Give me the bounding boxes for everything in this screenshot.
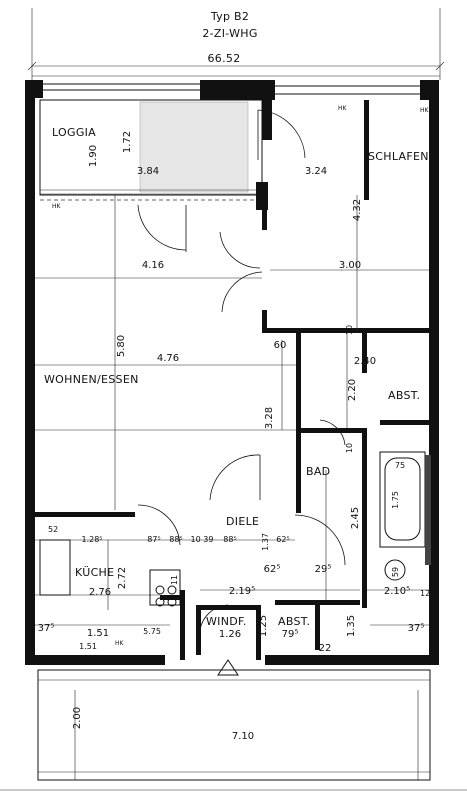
room-kueche: KÜCHE bbox=[75, 566, 114, 579]
dim-11: 11 bbox=[170, 575, 179, 585]
dim-kueche-h: 2.72 bbox=[117, 567, 128, 589]
hk-label: HK bbox=[420, 107, 430, 114]
exterior-walls bbox=[25, 80, 439, 665]
hk-label: HK bbox=[52, 203, 62, 210]
dim-loggia-w: 3.84 bbox=[137, 166, 159, 177]
loggia-block bbox=[39, 99, 272, 210]
dim-52: 52 bbox=[48, 525, 58, 534]
dim-37-5-b: 37⁵ bbox=[408, 623, 425, 634]
room-schlafen: SCHLAFEN bbox=[368, 150, 429, 163]
dim-10-a: 10 bbox=[345, 325, 354, 335]
dim-88-5-a: 88⁵ bbox=[169, 535, 182, 544]
room-wohnen-essen: WOHNEN/ESSEN bbox=[44, 373, 139, 386]
dim-total-w: 7.10 bbox=[232, 731, 254, 742]
room-diele: DIELE bbox=[226, 515, 259, 528]
dim-windf-w: 1.26 bbox=[219, 629, 241, 640]
apartment-subtitle: 2-ZI-WHG bbox=[202, 27, 257, 40]
dim-87-5: 87⁵ bbox=[147, 535, 160, 544]
dim-10-b: 10 bbox=[345, 443, 354, 453]
dim-2-20: 2.20 bbox=[347, 379, 358, 401]
window-band-top bbox=[43, 83, 420, 95]
room-bad: BAD bbox=[306, 465, 330, 478]
dim-wohnen-h: 5.80 bbox=[116, 335, 127, 357]
dim-1-35: 1.35 bbox=[346, 615, 357, 637]
area-label: 66.52 bbox=[208, 52, 241, 65]
dim-1-37: 1.37 bbox=[261, 533, 270, 551]
balcony-bottom bbox=[0, 669, 467, 791]
dim-2-10-5: 2.10⁵ bbox=[384, 586, 410, 597]
type-label: Typ B2 bbox=[210, 10, 249, 23]
dim-2-19-5: 2.19⁵ bbox=[229, 586, 255, 597]
dim-schlafen-h: 4.32 bbox=[352, 199, 363, 221]
dim-loggia-h1: 1.90 bbox=[88, 145, 99, 167]
room-loggia: LOGGIA bbox=[52, 126, 96, 139]
hk-label: HK bbox=[115, 640, 125, 647]
interior-walls bbox=[35, 100, 432, 660]
dim-37-5-a: 37⁵ bbox=[38, 623, 55, 634]
dim-schlafen-w2: 3.00 bbox=[339, 260, 361, 271]
hk-label: HK bbox=[338, 105, 348, 112]
kitchen-counter bbox=[39, 539, 181, 607]
dim-loggia-h2: 1.72 bbox=[122, 131, 133, 153]
dim-12: 12 bbox=[420, 589, 430, 598]
dim-29-5: 29⁵ bbox=[315, 564, 332, 575]
dim-5-75: 5.75 bbox=[143, 627, 161, 636]
dim-1-51-a: 1.51 bbox=[87, 628, 109, 639]
door-swings bbox=[137, 109, 346, 631]
dim-schlafen-w: 3.24 bbox=[305, 166, 327, 177]
room-abst-bottom: ABST. bbox=[278, 615, 310, 628]
dim-wohnen-w1: 4.16 bbox=[142, 260, 164, 271]
dim-1-28: 1.28⁵ bbox=[81, 535, 102, 544]
dim-1-25: 1.25 bbox=[258, 615, 269, 637]
bathtub bbox=[379, 451, 431, 565]
dim-wohnen-w2: 4.76 bbox=[157, 353, 179, 364]
room-windf: WINDF. bbox=[206, 615, 247, 628]
dim-88-5-b: 88⁵ bbox=[223, 535, 236, 544]
dim-abst-w: 79⁵ bbox=[282, 629, 299, 640]
dim-kueche-w: 2.76 bbox=[89, 587, 111, 598]
room-abst-top: ABST. bbox=[388, 389, 420, 402]
dim-75: 75 bbox=[395, 461, 405, 470]
top-dimension-chain bbox=[27, 8, 445, 80]
dim-2-40: 2.40 bbox=[354, 356, 376, 367]
dim-2-00: 2.00 bbox=[72, 707, 83, 729]
dim-1-51-b: 1.51 bbox=[79, 642, 97, 651]
dim-10-39: 10 39 bbox=[191, 535, 214, 544]
dim-60: 60 bbox=[274, 340, 287, 351]
entrance-arrow bbox=[217, 659, 239, 676]
dim-62-5-b: 62⁵ bbox=[264, 564, 281, 575]
dim-2-45: 2.45 bbox=[350, 507, 361, 529]
dim-1-75: 1.75 bbox=[391, 491, 400, 509]
dim-59: 59 bbox=[391, 567, 400, 577]
dim-22: 22 bbox=[319, 643, 332, 654]
dim-62-5-a: 62⁵ bbox=[276, 535, 289, 544]
guide-lines bbox=[35, 195, 430, 626]
dim-3-28: 3.28 bbox=[264, 407, 275, 429]
washer bbox=[384, 559, 406, 581]
